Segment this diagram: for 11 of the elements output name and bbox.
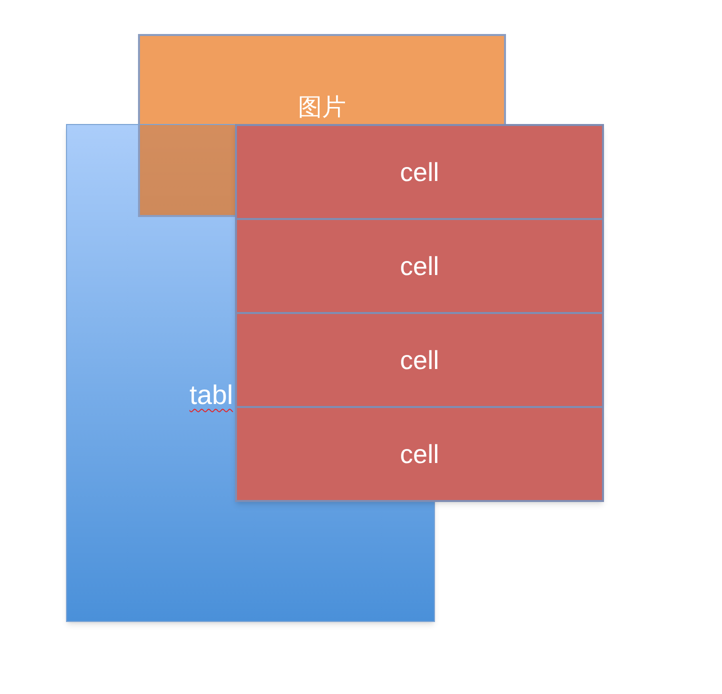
- box-label: 图片: [297, 95, 347, 121]
- box-label: cell: [400, 439, 439, 469]
- table-cell: [235, 312, 604, 408]
- table-cell: [235, 406, 604, 502]
- box-label: cell: [400, 251, 439, 281]
- box-label: cell: [400, 157, 439, 187]
- box-label: cell: [400, 345, 439, 375]
- table-cell: [235, 124, 604, 220]
- box-label: tabl: [189, 379, 233, 411]
- image-box: [138, 34, 506, 124]
- table-cell: [235, 218, 604, 314]
